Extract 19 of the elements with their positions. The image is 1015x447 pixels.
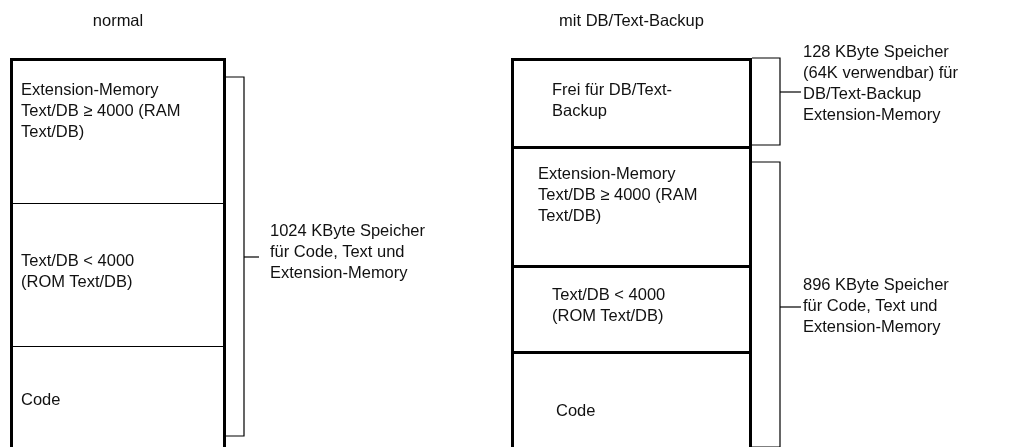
segment-label: Text/DB < 4000 (ROM Text/DB) xyxy=(552,284,667,326)
segment-label: Code xyxy=(21,389,62,410)
memory-segment xyxy=(511,58,752,146)
memory-segment xyxy=(10,346,226,447)
column-heading: normal xyxy=(91,10,145,30)
memory-segment xyxy=(10,203,226,346)
segment-label: Extension-Memory Text/DB ≥ 4000 (RAM Text/DB) xyxy=(21,79,181,142)
bracket-label: 1024 KByte Speicher für Code, Text und Extension-Memory xyxy=(270,220,427,283)
memory-segment xyxy=(511,146,752,265)
bracket-label: 128 KByte Speicher (64K verwendbar) für DB/Text-Backup Extension-Memory xyxy=(803,41,959,125)
column-heading: mit DB/Text-Backup xyxy=(558,10,705,30)
memory-segment xyxy=(10,58,226,203)
memory-segment xyxy=(511,265,752,351)
memory-segment xyxy=(511,351,752,447)
segment-label: Frei für DB/Text-Backup xyxy=(552,79,674,121)
segment-label: Extension-Memory Text/DB ≥ 4000 (RAM Text/DB) xyxy=(538,163,698,226)
bracket-label: 896 KByte Speicher für Code, Text und Extension-Memory xyxy=(803,274,950,337)
segment-label: Code xyxy=(556,400,597,421)
segment-label: Text/DB < 4000 (ROM Text/DB) xyxy=(21,250,136,292)
